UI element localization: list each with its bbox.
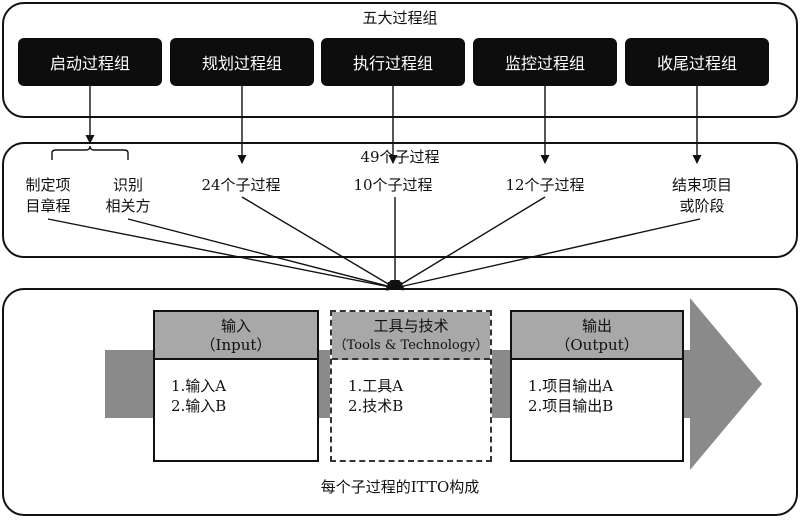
label-planning-count: 24个子过程 (201, 176, 281, 194)
label-identify-stakeholders-1: 识别 (112, 176, 143, 194)
itto-caption: 每个子过程的ITTO构成 (320, 478, 480, 496)
tools-subtitle: （Tools & Technology） (333, 338, 489, 353)
output-items: 1.项目输出A 2.项目输出B (512, 360, 682, 416)
group-monitoring: 监控过程组 (473, 38, 617, 86)
label-develop-charter-1: 制定项 (25, 176, 71, 194)
tools-header: 工具与技术 （Tools & Technology） (332, 312, 490, 360)
tools-items: 1.工具A 2.技术B (332, 360, 490, 416)
process-groups-title: 五大过程组 (362, 9, 438, 27)
group-initiating: 启动过程组 (18, 38, 162, 86)
subprocess-title: 49个子过程 (360, 148, 440, 166)
input-subtitle: （Input） (200, 336, 272, 354)
input-item: 1.输入A (171, 377, 227, 395)
group-closing: 收尾过程组 (625, 38, 769, 86)
input-item: 2.输入B (171, 397, 227, 415)
label-executing-count: 10个子过程 (353, 176, 433, 194)
label-monitoring-count: 12个子过程 (505, 176, 585, 194)
group-planning: 规划过程组 (170, 38, 314, 86)
tools-item: 1.工具A (348, 377, 404, 395)
input-box: 输入 （Input） 1.输入A 2.输入B (153, 310, 319, 462)
label-develop-charter-2: 目章程 (25, 197, 71, 215)
output-item: 2.项目输出B (528, 397, 614, 415)
output-header: 输出 （Output） (512, 312, 682, 360)
output-title: 输出 (581, 317, 612, 335)
input-title: 输入 (220, 317, 251, 335)
output-subtitle: （Output） (555, 336, 639, 354)
tools-item: 2.技术B (348, 397, 404, 415)
input-header: 输入 （Input） (155, 312, 317, 360)
input-items: 1.输入A 2.输入B (155, 360, 317, 416)
tools-title: 工具与技术 (373, 317, 449, 335)
group-executing: 执行过程组 (321, 38, 465, 86)
label-identify-stakeholders-2: 相关方 (105, 197, 151, 215)
output-item: 1.项目输出A (528, 377, 614, 395)
label-close-project-1: 结束项目 (671, 176, 732, 194)
tools-box: 工具与技术 （Tools & Technology） 1.工具A 2.技术B (330, 310, 492, 462)
output-box: 输出 （Output） 1.项目输出A 2.项目输出B (510, 310, 684, 462)
label-close-project-2: 或阶段 (679, 197, 725, 215)
